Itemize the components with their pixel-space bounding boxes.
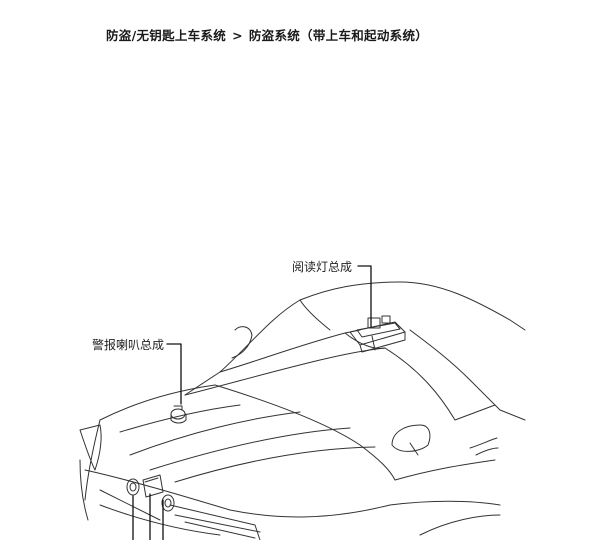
callout-alarm-horn: 警报喇叭总成 xyxy=(92,338,165,352)
breadcrumb: 防盗/无钥匙上车系统 > 防盗系统（带上车和起动系统） xyxy=(106,25,428,44)
callout-reading-light: 阅读灯总成 xyxy=(292,260,353,274)
vehicle-outline xyxy=(79,281,526,540)
alarm-horn-assembly xyxy=(170,405,187,424)
breadcrumb-separator: > xyxy=(232,28,243,43)
leader-lines xyxy=(132,265,372,540)
reading-light-assembly xyxy=(349,315,406,353)
front-horn-right xyxy=(161,494,175,512)
front-ecu xyxy=(142,474,164,498)
front-horn-left xyxy=(126,478,140,496)
breadcrumb-parent[interactable]: 防盗/无钥匙上车系统 xyxy=(106,28,227,43)
breadcrumb-current: 防盗系统（带上车和起动系统） xyxy=(248,28,429,43)
